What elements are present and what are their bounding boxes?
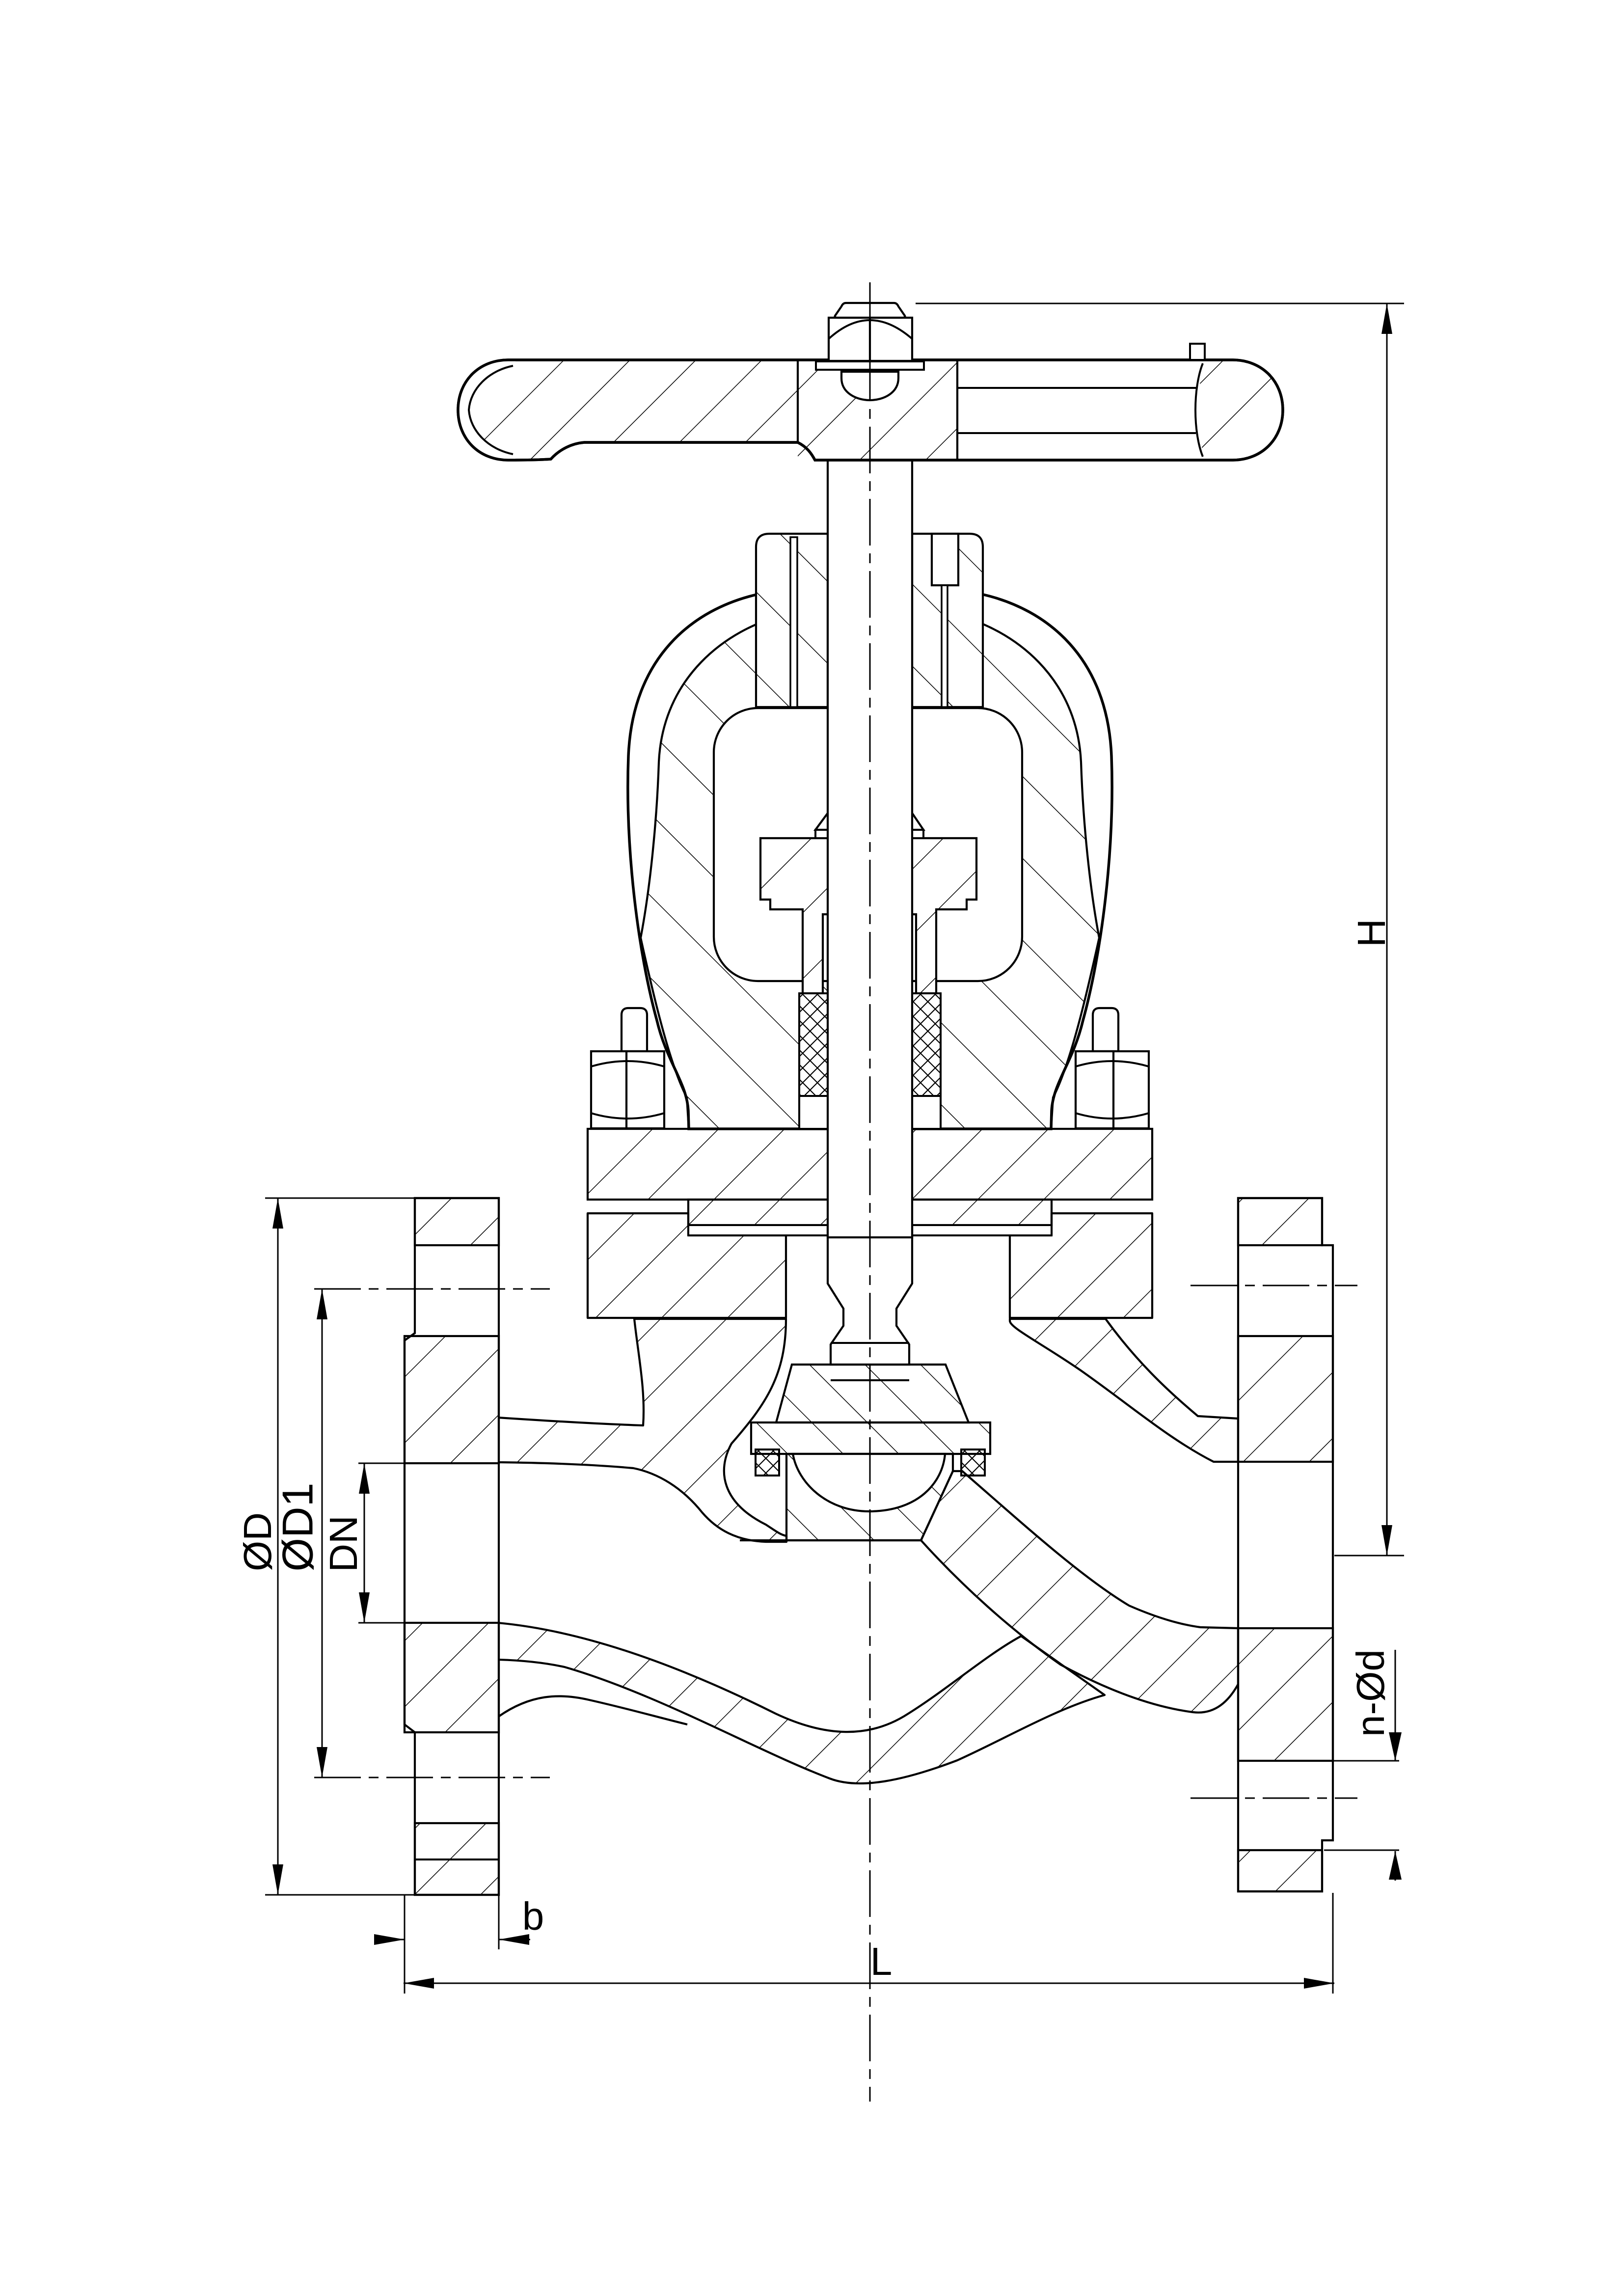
svg-text:DN: DN [322,1515,365,1572]
svg-text:ØD1: ØD1 [273,1483,322,1572]
svg-text:n-Ød: n-Ød [1349,1649,1392,1737]
svg-text:L: L [870,1940,893,1983]
svg-text:b: b [522,1894,544,1938]
svg-text:ØD: ØD [236,1512,279,1571]
svg-text:H: H [1350,919,1393,947]
